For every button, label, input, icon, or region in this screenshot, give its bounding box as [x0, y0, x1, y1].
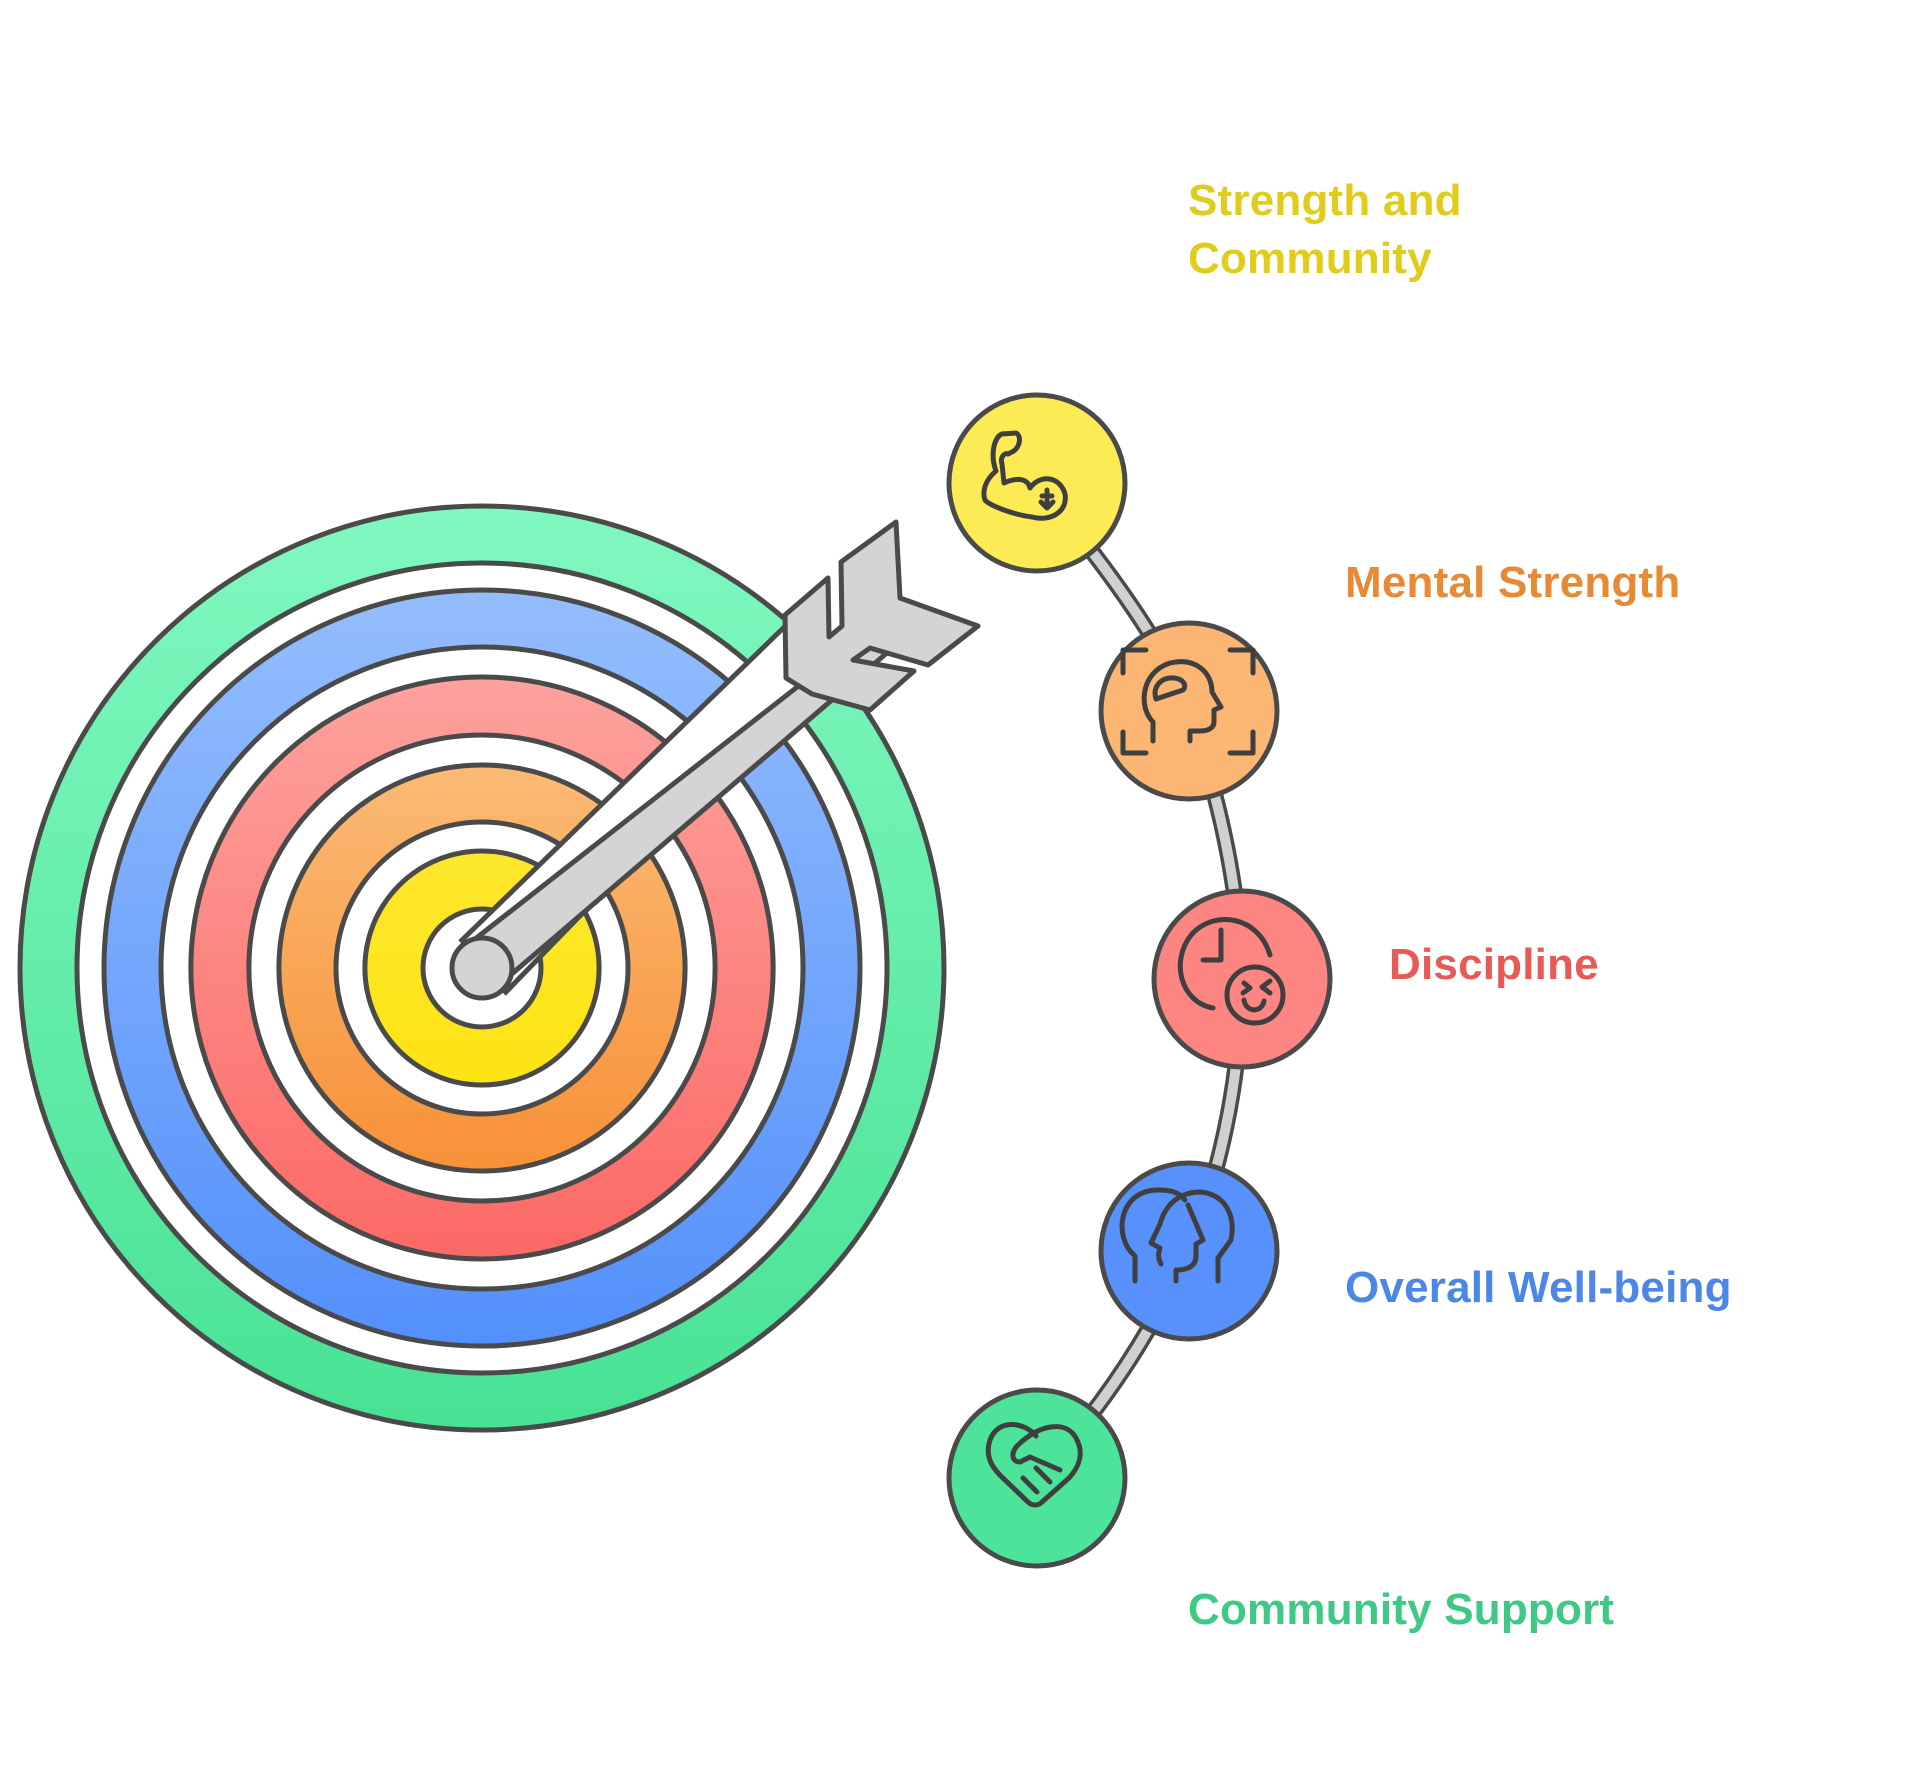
ring-community-support [17, 503, 947, 1433]
label-community-support: Community Support [1188, 1585, 1615, 1634]
step-discipline[interactable] [1151, 888, 1333, 1070]
arrow [449, 519, 981, 1001]
ring-overall-well-being [101, 587, 863, 1349]
two-heads-icon [1119, 1187, 1235, 1284]
head-brain-focus-icon [1120, 647, 1256, 756]
heart-handshake-icon [985, 1422, 1083, 1508]
label-discipline: Discipline [1389, 940, 1599, 989]
step-community-support[interactable] [946, 1387, 1128, 1569]
arrow-fletching [782, 519, 981, 713]
label-mental-strength: Mental Strength [1345, 558, 1681, 607]
step-mental-strength[interactable] [1098, 620, 1280, 802]
label-strength-and-community: Strength and Community [1188, 176, 1462, 283]
clock-smiley-icon [1177, 917, 1286, 1026]
flexed-bicep-icon [981, 430, 1068, 521]
step-strength-and-community[interactable] [946, 392, 1128, 574]
ring-discipline [188, 674, 776, 1262]
arrow-tip-dot [449, 935, 515, 1001]
label-overall-well-being: Overall Well-being [1345, 1263, 1732, 1312]
step-overall-well-being[interactable] [1098, 1160, 1280, 1342]
